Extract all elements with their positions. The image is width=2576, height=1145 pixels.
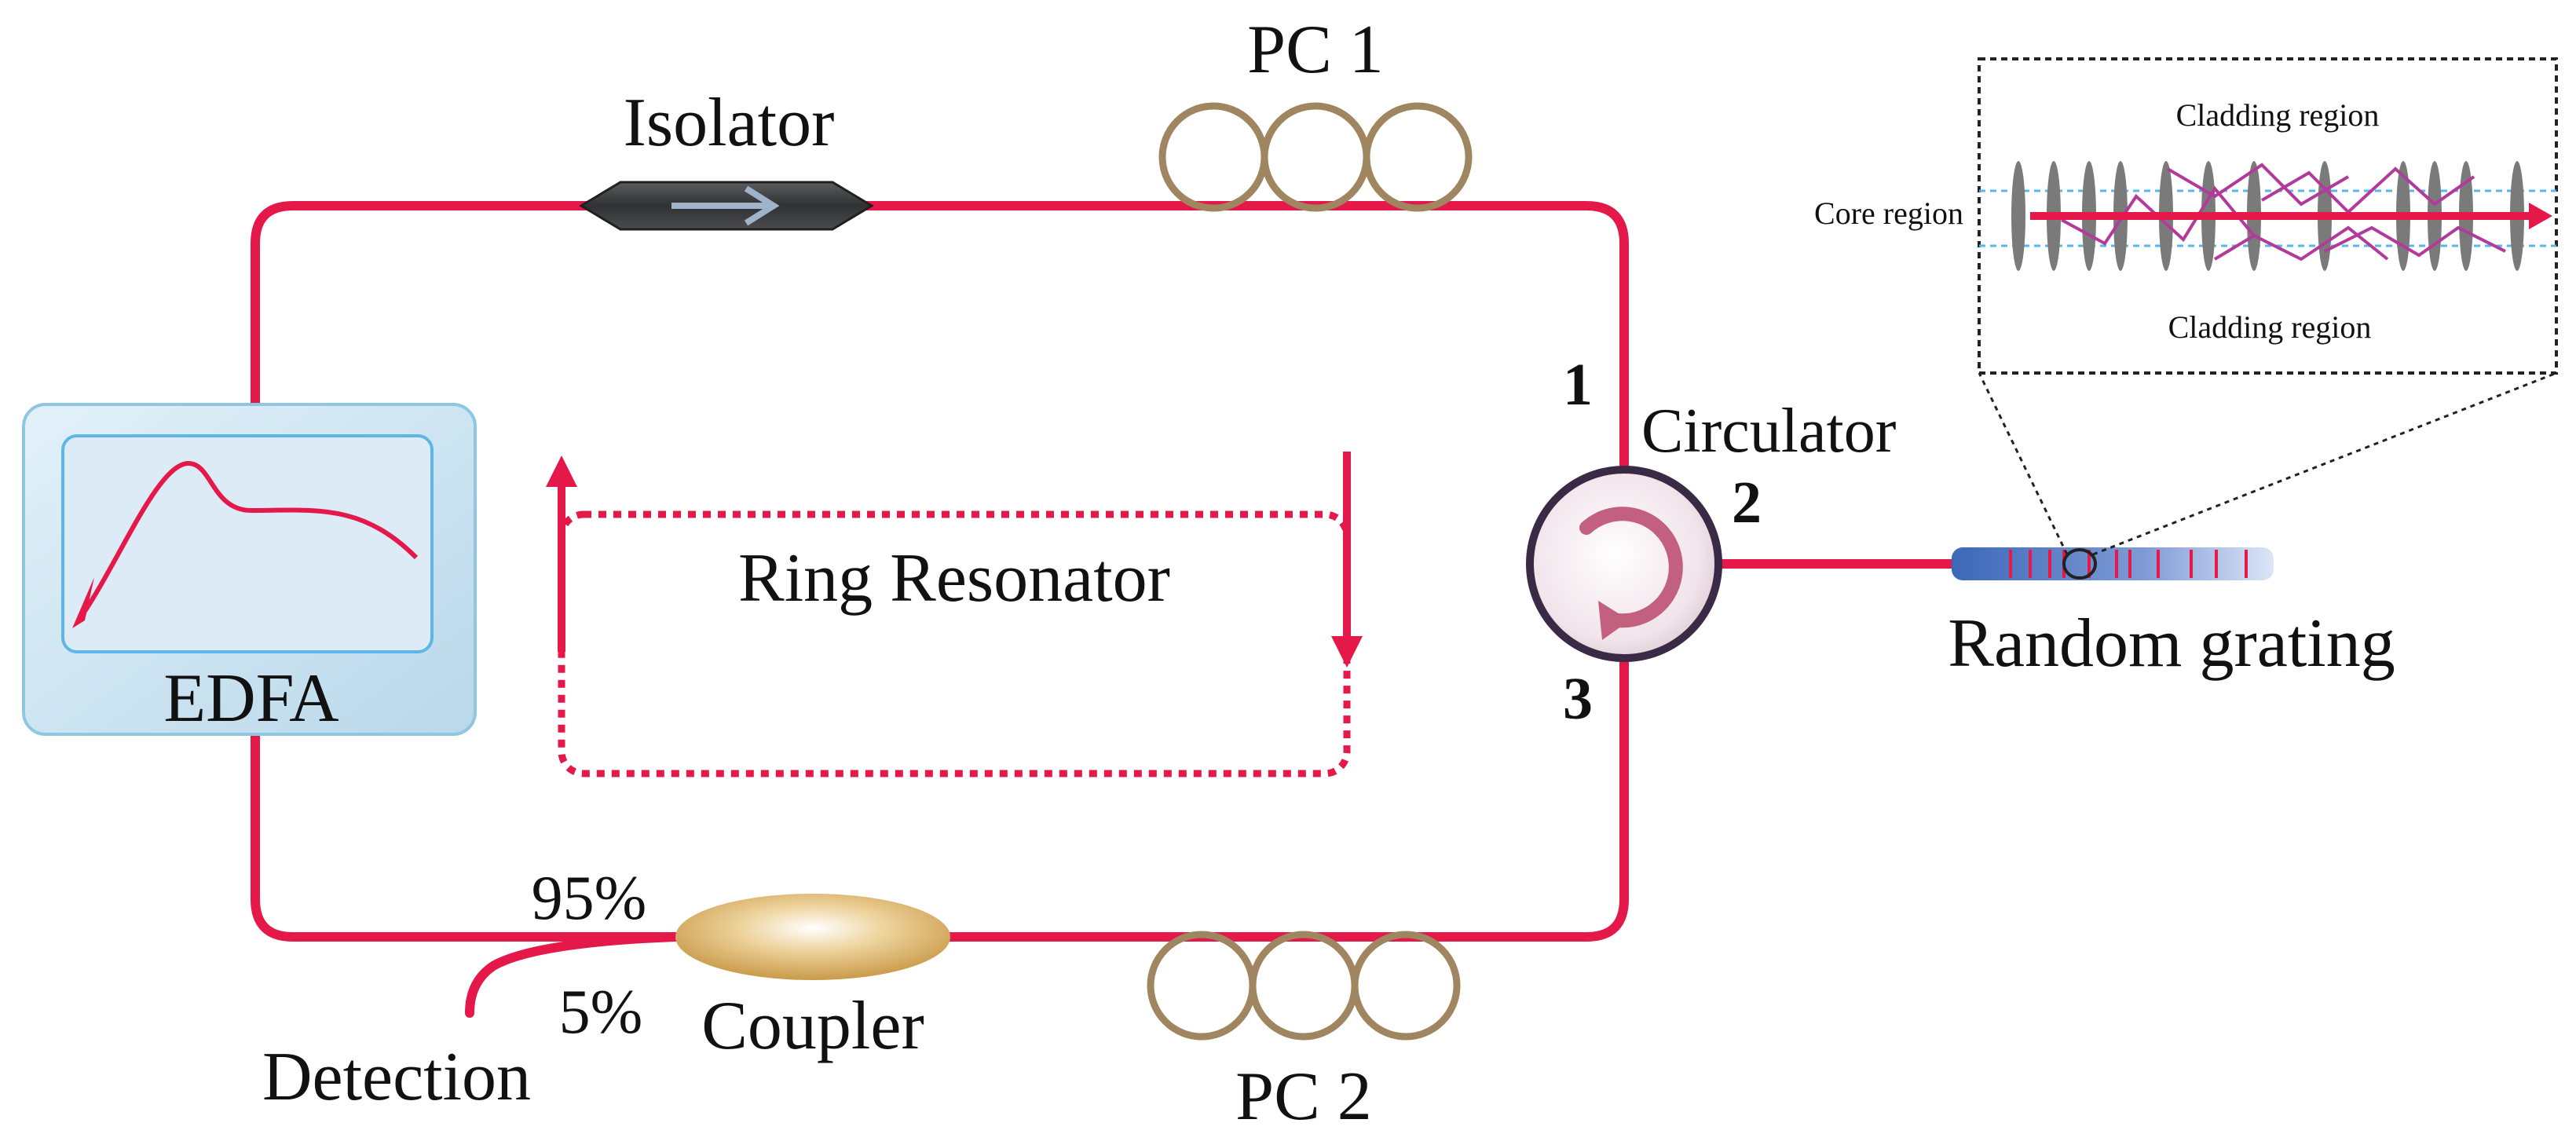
coupler-ratio-95: 95% [532,864,647,933]
inset-cladding-bottom-label: Cladding region [2168,309,2372,345]
isolator-label: Isolator [624,85,835,161]
random-grating-fiber [1952,547,2274,580]
pc2-label: PC 2 [1235,1059,1372,1135]
pc1-loop-icon [1158,102,1268,212]
coupler-icon [675,894,950,980]
pc1-loop-icon [1261,102,1370,212]
pc2-loop-icon [1147,931,1257,1041]
coupler: Coupler 95% 5% [532,864,950,1064]
coupler-label: Coupler [701,988,924,1064]
circulator-port-2: 2 [1732,470,1762,536]
isolator: Isolator [579,85,874,231]
zoom-line-right [2092,371,2557,556]
edfa-gain-curve-tail-icon [72,577,94,628]
fiber-detection-tap [465,932,680,1018]
edfa-gain-curve-icon [76,460,419,622]
grating-zoom-marker [2062,548,2097,580]
circulator-icon [1526,466,1722,662]
circulator-rotation-arrow-icon [1579,507,1683,628]
pc1-loop-icon [1363,102,1473,212]
fiber-top-segment [251,201,1629,476]
pc2-loop-icon [1249,931,1359,1041]
edfa: EDFA [22,403,477,737]
edfa-screen [61,434,434,653]
zoom-line-left [1978,372,2069,555]
inset-cladding-top-label: Cladding region [2176,97,2380,133]
inset-core-arrow-head-icon [2529,203,2552,229]
pc1-label: PC 1 [1247,12,1384,88]
circulator: Circulator 1 2 3 [1526,352,1896,732]
pc2: PC 2 [1147,931,1461,1135]
circulator-arrow-head-icon [1598,601,1630,640]
detection-label: Detection [262,1039,531,1115]
isolator-arrow-head-icon [744,185,780,226]
inset-core-label: Core region [1814,196,1963,231]
grating-inset: Cladding region Cladding region Core reg… [1814,57,2558,375]
circulator-label: Circulator [1641,397,1896,466]
pc1: PC 1 [1158,12,1473,212]
circulator-port-1: 1 [1563,352,1593,418]
inset-scattered-rays [2061,163,2506,262]
random-grating: Random grating [1948,371,2557,682]
circulator-port-3: 3 [1563,666,1593,732]
ring-resonator-indicator: Ring Resonator [546,452,1363,777]
random-grating-label: Random grating [1948,605,2395,682]
pc2-loop-icon [1351,931,1461,1041]
ring-resonator-label: Ring Resonator [738,540,1170,616]
edfa-label: EDFA [163,660,338,737]
coupler-ratio-5: 5% [559,978,643,1047]
